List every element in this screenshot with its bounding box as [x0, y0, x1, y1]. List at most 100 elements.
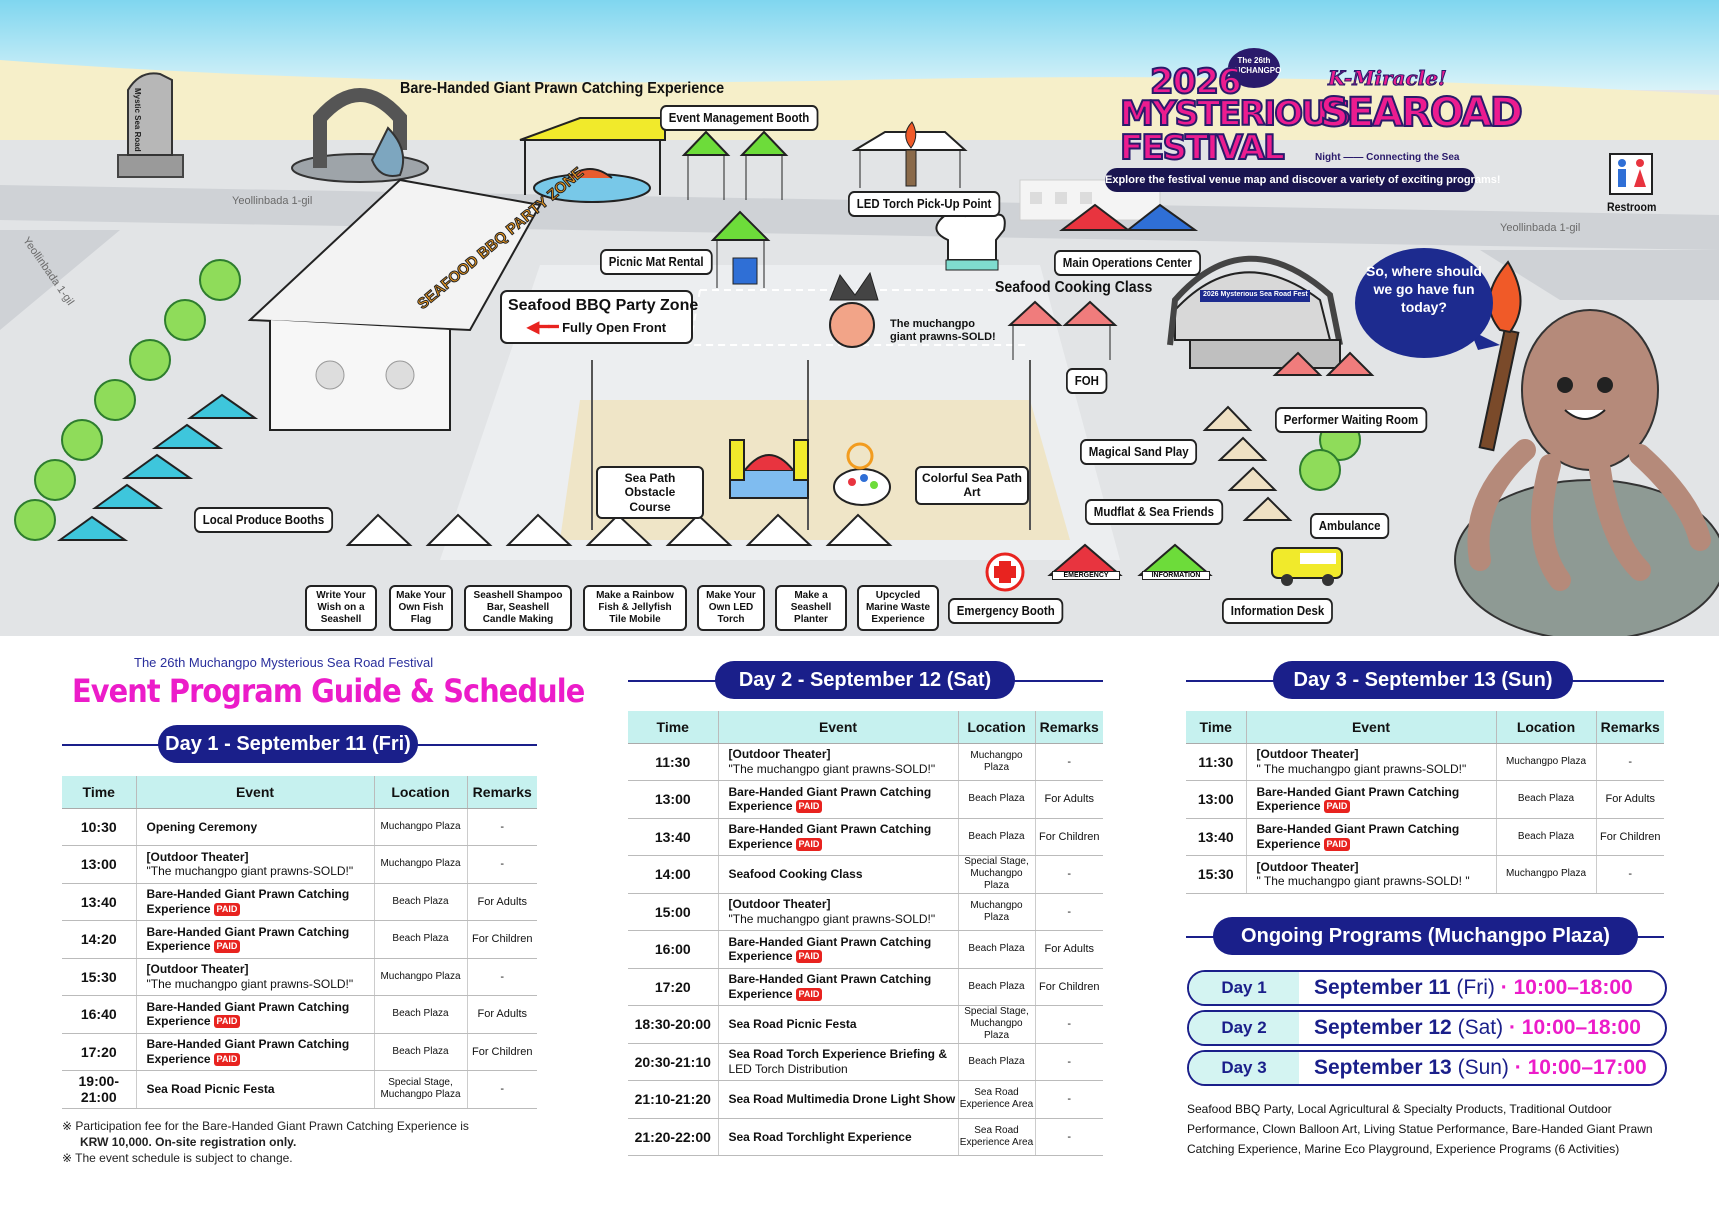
- cell-location: Muchangpo Plaza: [374, 845, 468, 884]
- led-torch-label[interactable]: LED Torch Pick-Up Point: [848, 191, 1001, 217]
- ongoing-weekday: (Sat): [1457, 1016, 1504, 1039]
- ongoing-description: Seafood BBQ Party, Local Agricultural & …: [1187, 1102, 1653, 1156]
- ongoing-day: Day 1: [1189, 972, 1299, 1004]
- ongoing-weekday: (Fri): [1456, 976, 1495, 999]
- booth-label[interactable]: Upcycled Marine Waste Experience: [857, 585, 939, 631]
- bbq-zone-label[interactable]: Seafood BBQ Party Zone ◀━━ Fully Open Fr…: [500, 290, 699, 344]
- event-name: Sea Road Torchlight Experience: [728, 1129, 912, 1144]
- foh-tents: [1007, 300, 1118, 360]
- booth-label[interactable]: Make Your Own LED Torch: [697, 585, 765, 631]
- obstacle-course-label[interactable]: Sea Path Obstacle Course: [596, 466, 704, 520]
- event-management-label[interactable]: Event Management Booth: [660, 105, 819, 131]
- table-row: 21:20-22:00 Sea Road Torchlight Experienc…: [628, 1118, 1103, 1156]
- theater-show-label: The muchangpo giant prawns-SOLD!: [890, 318, 996, 344]
- cell-remarks: -: [1035, 855, 1103, 894]
- table-row: 11:30[Outdoor Theater]"The muchangpo gia…: [628, 743, 1103, 781]
- event-subtitle: " The muchangpo giant prawns-SOLD!": [1256, 761, 1467, 776]
- header-location: Location: [374, 776, 468, 809]
- event-subtitle: " The muchangpo giant prawns-SOLD! ": [1256, 874, 1470, 889]
- bbq-zone-title: Seafood BBQ Party Zone: [508, 297, 699, 314]
- ongoing-weekday: (Sun): [1457, 1056, 1509, 1079]
- cell-remarks: For Children: [467, 1033, 537, 1071]
- cell-event: [Outdoor Theater]"The muchangpo giant pr…: [718, 893, 959, 931]
- logo-connect: Connecting the Sea: [1366, 152, 1460, 163]
- cell-event: [Outdoor Theater]"The muchangpo giant pr…: [718, 743, 959, 781]
- booth-label[interactable]: Make a Seashell Planter: [775, 585, 847, 631]
- performer-room-label[interactable]: Performer Waiting Room: [1275, 407, 1427, 433]
- cell-time: 21:10-21:20: [628, 1080, 719, 1119]
- paid-badge: PAID: [213, 1015, 241, 1029]
- bbq-party-tent: [247, 178, 542, 431]
- sand-play-tents: [1202, 405, 1293, 521]
- ongoing-date: September 11 (Fri) · 10:00–18:00: [1314, 972, 1633, 1004]
- event-name: Sea Road Picnic Festa: [728, 1017, 857, 1032]
- cell-time: 15:30: [62, 958, 137, 996]
- note-line: ※ Participation fee for the Bare-Handed …: [62, 1119, 469, 1133]
- cell-event: Bare-Handed Giant Prawn Catching Experie…: [136, 920, 375, 959]
- path-art-label[interactable]: Colorful Sea Path Art: [915, 466, 1029, 505]
- ambulance-label[interactable]: Ambulance: [1310, 513, 1390, 539]
- mudflat-label[interactable]: Mudflat & Sea Friends: [1085, 499, 1223, 525]
- booth-label[interactable]: Make a Rainbow Fish & Jellyfish Tile Mob…: [583, 585, 687, 631]
- cell-location: Beach Plaza: [958, 968, 1036, 1006]
- booth-label[interactable]: Seashell Shampoo Bar, Seashell Candle Ma…: [464, 585, 572, 631]
- ongoing-dot: ·: [1514, 1056, 1522, 1079]
- event-name: Bare-Handed Giant Prawn Catching Experie…: [728, 972, 932, 1001]
- cooking-class-label[interactable]: Seafood Cooking Class: [995, 279, 1153, 296]
- cell-time: 14:00: [628, 855, 719, 894]
- information-desk-label[interactable]: Information Desk: [1222, 598, 1334, 624]
- cell-time: 14:20: [62, 920, 137, 959]
- ongoing-row: Day 1 September 11 (Fri) · 10:00–18:00: [1187, 970, 1667, 1006]
- event-management-tents: [681, 130, 789, 200]
- foh-label[interactable]: FOH: [1066, 368, 1108, 394]
- cell-remarks: -: [1035, 743, 1103, 781]
- cell-remarks: For Adults: [467, 995, 537, 1034]
- cell-location: Muchangpo Plaza: [958, 743, 1036, 781]
- cell-event: Bare-Handed Giant Prawn Catching Experie…: [718, 930, 959, 969]
- main-operations-label[interactable]: Main Operations Center: [1054, 250, 1201, 276]
- explore-banner: Explore the festival venue map and disco…: [1105, 168, 1501, 192]
- cell-remarks: -: [1035, 1005, 1103, 1044]
- picnic-mat-label[interactable]: Picnic Mat Rental: [600, 249, 713, 275]
- event-name: Sea Road Picnic Festa: [146, 1082, 275, 1097]
- cell-time: 21:20-22:00: [628, 1118, 719, 1156]
- local-produce-label[interactable]: Local Produce Booths: [194, 507, 334, 533]
- emergency-booth-label[interactable]: Emergency Booth: [948, 598, 1064, 624]
- paid-badge: PAID: [1323, 800, 1351, 814]
- ongoing-day: Day 2: [1189, 1012, 1299, 1044]
- event-name: [Outdoor Theater]: [1256, 859, 1359, 874]
- performer-room-tents: [1272, 351, 1375, 376]
- prawn-catching-tent: [519, 117, 666, 203]
- event-name: [Outdoor Theater]: [146, 849, 249, 864]
- logo-badge: The 26th MUCHANGPO: [1228, 48, 1281, 88]
- booth-label[interactable]: Write Your Wish on a Seashell: [305, 585, 377, 631]
- cell-event: [Outdoor Theater]" The muchangpo giant p…: [1246, 743, 1497, 781]
- day3-table: Time Event Location Remarks 11:30[Outdoo…: [1186, 711, 1664, 894]
- cell-remarks: -: [1035, 1118, 1103, 1156]
- cell-location: Beach Plaza: [958, 818, 1036, 856]
- event-name: [Outdoor Theater]: [146, 962, 249, 977]
- cell-event: Bare-Handed Giant Prawn Catching Experie…: [718, 818, 959, 856]
- booth-label[interactable]: Make Your Own Fish Flag: [389, 585, 453, 631]
- restroom-label[interactable]: Restroom: [1607, 200, 1657, 214]
- restroom-icon: [1609, 153, 1653, 195]
- cell-event: Sea Road Picnic Festa: [136, 1070, 375, 1109]
- magical-sand-label[interactable]: Magical Sand Play: [1080, 439, 1198, 465]
- chef-hat-icon: [935, 209, 1006, 271]
- header-remarks: Remarks: [1035, 711, 1103, 744]
- event-name: Bare-Handed Giant Prawn Catching Experie…: [146, 924, 350, 954]
- ongoing-dot: ·: [1508, 1016, 1516, 1039]
- cell-location: Sea Road Experience Area: [958, 1080, 1036, 1119]
- octopus-speech-bubble: So, where should we go have fun today?: [1355, 248, 1493, 358]
- logo-kmiracle: K-Miracle!: [1328, 66, 1448, 91]
- information-tent-sign: INFORMATION: [1142, 571, 1210, 580]
- cell-remarks: For Children: [1596, 818, 1664, 856]
- event-name: Bare-Handed Giant Prawn Catching Experie…: [146, 1037, 350, 1066]
- road-label: Yeollinbada 1-gil: [232, 195, 313, 207]
- paid-badge: PAID: [795, 800, 823, 814]
- day3-title: Day 3 - September 13 (Sun): [1273, 661, 1573, 699]
